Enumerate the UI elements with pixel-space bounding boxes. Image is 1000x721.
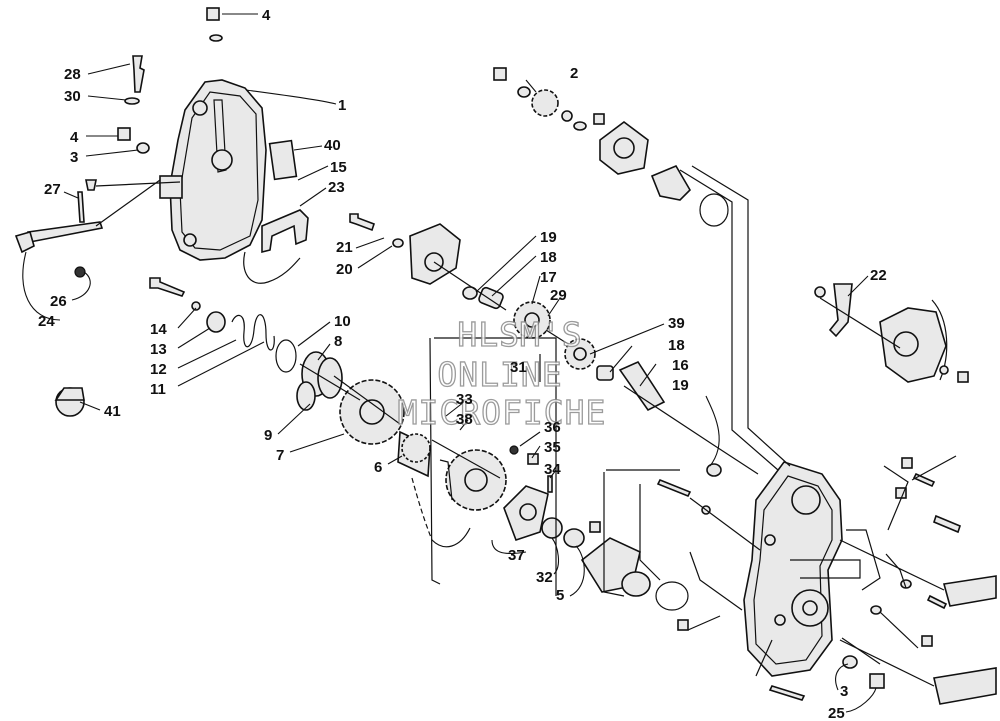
upper-bracket (409, 223, 461, 285)
callout-14: 14 (150, 321, 167, 338)
callout-5: 5 (556, 587, 564, 604)
gear-38 (439, 449, 507, 511)
callout-21: 21 (336, 239, 353, 256)
callout-18-right: 18 (668, 337, 685, 354)
callout-labels: 4 28 30 1 4 3 40 15 23 27 26 24 2 21 20 … (38, 7, 887, 721)
chain (411, 477, 471, 548)
callout-22: 22 (870, 267, 887, 284)
callout-4-left: 4 (70, 129, 79, 146)
callout-15: 15 (330, 159, 347, 176)
shaft-lower-right (933, 667, 997, 705)
callout-3-left: 3 (70, 149, 78, 166)
callout-23: 23 (328, 179, 345, 196)
callout-27: 27 (44, 181, 61, 198)
callout-9: 9 (264, 427, 272, 444)
callout-33: 33 (456, 391, 473, 408)
callout-3-bottom: 3 (840, 683, 848, 700)
retainer-12 (206, 311, 226, 333)
callout-40: 40 (324, 137, 341, 154)
watermark-line-3: MICROFICHE (398, 393, 607, 432)
sprocket-39 (564, 338, 596, 370)
callout-39: 39 (668, 315, 685, 332)
lower-flange (580, 521, 689, 611)
callout-4-top: 4 (262, 7, 271, 24)
callout-18-top: 18 (540, 249, 557, 266)
pinion-6 (397, 430, 431, 478)
callout-35: 35 (544, 439, 561, 456)
callout-38: 38 (456, 411, 473, 428)
washer-5 (563, 528, 585, 548)
flange-37 (503, 485, 549, 542)
callout-6: 6 (374, 459, 382, 476)
callout-31: 31 (510, 359, 527, 376)
callout-1: 1 (338, 97, 346, 114)
callout-10: 10 (334, 313, 351, 330)
watermark: HLSM'S ONLINE MICROFICHE (397, 314, 607, 432)
callout-26: 26 (50, 293, 67, 310)
sprocket-17 (513, 301, 551, 339)
callout-41: 41 (104, 403, 121, 420)
callout-32: 32 (536, 569, 553, 586)
leader-lines (22, 13, 877, 713)
washer-13 (191, 301, 201, 311)
brake-assembly (814, 283, 969, 383)
washer-19 (462, 286, 478, 300)
bolt-28 (124, 55, 145, 105)
callout-20: 20 (336, 261, 353, 278)
disc-9 (296, 381, 316, 411)
spacer-16 (618, 360, 666, 412)
plate-40 (268, 139, 298, 181)
part-34 (547, 475, 553, 493)
callout-2: 2 (570, 65, 578, 82)
watermark-line-1: HLSM'S (457, 315, 582, 354)
chaincase-housing (743, 461, 861, 677)
gasket-loop (243, 251, 301, 284)
assembly-lines (95, 165, 957, 687)
callout-28: 28 (64, 66, 81, 83)
callout-19-top: 19 (540, 229, 557, 246)
nut-4 (117, 127, 131, 141)
sprocket-2-row (493, 67, 729, 227)
bearing-18b (596, 365, 614, 381)
shaft-upper-right (942, 575, 997, 607)
right-bolts (656, 457, 961, 701)
part-36 (509, 445, 519, 455)
callout-24: 24 (38, 313, 55, 330)
callout-36: 36 (544, 419, 561, 436)
callout-19-right: 19 (672, 377, 689, 394)
callout-17: 17 (540, 269, 557, 286)
callout-11: 11 (150, 381, 166, 398)
spring-11 (231, 314, 275, 351)
callout-29: 29 (550, 287, 567, 304)
sprocket-7 (339, 379, 405, 445)
bolt-21 (349, 213, 376, 232)
chaincase-cover (159, 79, 267, 261)
part-35 (527, 453, 539, 465)
callout-25: 25 (828, 705, 845, 721)
washer-20 (392, 238, 404, 248)
callout-7: 7 (276, 447, 284, 464)
callout-30: 30 (64, 88, 81, 105)
callout-34: 34 (544, 461, 561, 478)
watermark-line-2: ONLINE (437, 355, 562, 394)
snap-ring-10 (275, 339, 297, 373)
cup-41 (54, 387, 85, 417)
callout-13: 13 (150, 341, 167, 358)
callout-37: 37 (508, 547, 525, 564)
callout-12: 12 (150, 361, 167, 378)
bolt-14 (149, 277, 186, 297)
bracket-23 (261, 209, 309, 254)
cap-screw-top (206, 7, 223, 42)
callout-16: 16 (672, 357, 689, 374)
bearing-32 (541, 517, 563, 539)
callout-8: 8 (334, 333, 342, 350)
washer-3 (136, 142, 150, 154)
shaft-24 (14, 179, 181, 278)
